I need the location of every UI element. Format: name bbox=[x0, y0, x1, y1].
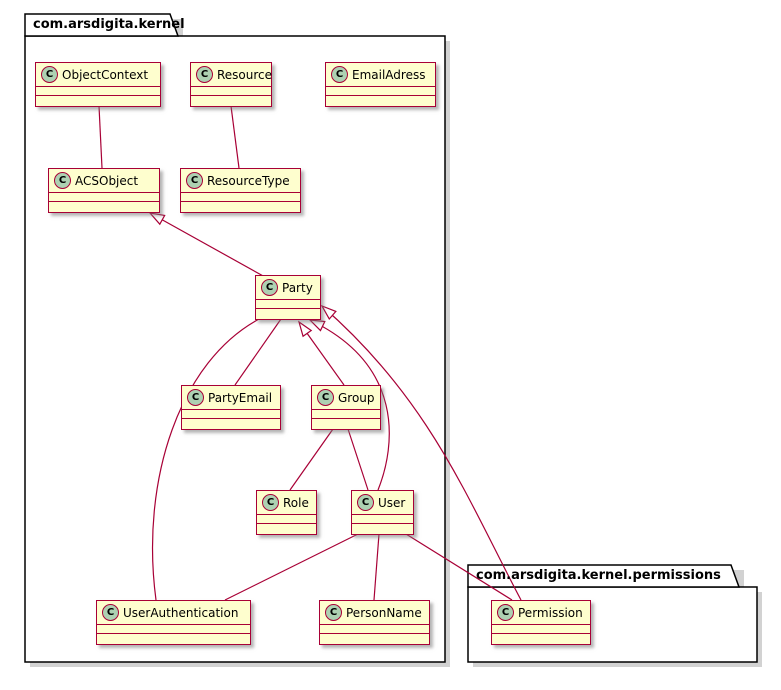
class-icon: C bbox=[54, 172, 71, 189]
class-name: Party bbox=[282, 280, 313, 295]
attributes-compartment bbox=[326, 86, 435, 95]
edge-permission-user bbox=[405, 533, 513, 601]
package-permissions-tab bbox=[467, 564, 741, 588]
methods-compartment bbox=[49, 201, 159, 210]
class-icon: C bbox=[186, 172, 203, 189]
attributes-compartment bbox=[256, 299, 320, 308]
attributes-compartment bbox=[352, 514, 413, 523]
methods-compartment bbox=[36, 95, 160, 104]
methods-compartment bbox=[97, 633, 250, 642]
class-icon: C bbox=[325, 604, 342, 621]
class-header: C Role bbox=[257, 491, 316, 514]
attributes-compartment bbox=[191, 86, 271, 95]
attributes-compartment bbox=[257, 514, 316, 523]
class-user: C User bbox=[351, 490, 414, 535]
edge-user-group bbox=[347, 428, 369, 491]
edge-role-group bbox=[289, 428, 334, 491]
attributes-compartment bbox=[312, 409, 380, 418]
methods-compartment bbox=[256, 308, 320, 317]
class-group: C Group bbox=[311, 385, 381, 430]
class-header: C User bbox=[352, 491, 413, 514]
class-icon: C bbox=[357, 494, 374, 511]
methods-compartment bbox=[312, 418, 380, 427]
class-header: C EmailAdress bbox=[326, 63, 435, 86]
class-role: C Role bbox=[256, 490, 317, 535]
class-name: Permission bbox=[518, 605, 583, 620]
class-header: C Group bbox=[312, 386, 380, 409]
class-name: ACSObject bbox=[75, 173, 139, 188]
edge-partyemail-party bbox=[234, 318, 282, 386]
class-header: C Resource bbox=[191, 63, 273, 86]
edge-personname-user bbox=[373, 533, 380, 601]
class-name: UserAuthentication bbox=[123, 605, 239, 620]
attributes-compartment bbox=[492, 624, 590, 633]
class-header: C UserAuthentication bbox=[97, 601, 250, 624]
methods-compartment bbox=[326, 95, 435, 104]
class-partyemail: C PartyEmail bbox=[181, 385, 281, 430]
attributes-compartment bbox=[97, 624, 250, 633]
class-permission: C Permission bbox=[491, 600, 591, 645]
methods-compartment bbox=[257, 523, 316, 532]
edge-party-acsobject-generalization bbox=[148, 212, 266, 278]
class-emailadress: C EmailAdress bbox=[325, 62, 436, 107]
attributes-compartment bbox=[181, 192, 300, 201]
class-name: PersonName bbox=[346, 605, 422, 620]
package-kernel-tab bbox=[24, 13, 180, 37]
class-icon: C bbox=[261, 279, 278, 296]
attributes-compartment bbox=[182, 409, 280, 418]
edge-user-party-generalization bbox=[308, 319, 390, 491]
package-kernel-body bbox=[24, 35, 446, 663]
class-name: PartyEmail bbox=[208, 390, 273, 405]
class-header: C ObjectContext bbox=[36, 63, 160, 86]
class-name: ObjectContext bbox=[62, 67, 149, 82]
class-icon: C bbox=[497, 604, 514, 621]
class-icon: C bbox=[317, 389, 334, 406]
class-personname: C PersonName bbox=[319, 600, 430, 645]
class-resourcetype: C ResourceType bbox=[180, 168, 301, 213]
class-icon: C bbox=[102, 604, 119, 621]
package-kernel-label: com.arsdigita.kernel bbox=[33, 17, 185, 32]
class-icon: C bbox=[196, 66, 213, 83]
class-acsobject: C ACSObject bbox=[48, 168, 160, 213]
class-party: C Party bbox=[255, 275, 321, 320]
class-name: ResourceType bbox=[207, 173, 290, 188]
attributes-compartment bbox=[320, 624, 429, 633]
class-header: C ACSObject bbox=[49, 169, 159, 192]
class-icon: C bbox=[262, 494, 279, 511]
class-userauthentication: C UserAuthentication bbox=[96, 600, 251, 645]
edge-userauthentication-user bbox=[224, 533, 359, 601]
methods-compartment bbox=[181, 201, 300, 210]
class-resource: C Resource bbox=[190, 62, 272, 107]
class-header: C Permission bbox=[492, 601, 590, 624]
class-icon: C bbox=[187, 389, 204, 406]
class-header: C PartyEmail bbox=[182, 386, 280, 409]
class-name: User bbox=[378, 495, 406, 510]
edge-group-party-generalization bbox=[297, 320, 345, 386]
class-header: C Party bbox=[256, 276, 320, 299]
class-header: C PersonName bbox=[320, 601, 429, 624]
class-name: Resource bbox=[217, 67, 273, 82]
edge-resource-resourcetype bbox=[230, 105, 240, 169]
class-name: Role bbox=[283, 495, 309, 510]
methods-compartment bbox=[352, 523, 413, 532]
class-icon: C bbox=[41, 66, 58, 83]
package-permissions-label: com.arsdigita.kernel.permissions bbox=[476, 568, 721, 583]
attributes-compartment bbox=[36, 86, 160, 95]
methods-compartment bbox=[320, 633, 429, 642]
class-icon: C bbox=[331, 66, 348, 83]
methods-compartment bbox=[182, 418, 280, 427]
methods-compartment bbox=[492, 633, 590, 642]
methods-compartment bbox=[191, 95, 271, 104]
class-name: EmailAdress bbox=[352, 67, 426, 82]
edge-permission-party-generalization bbox=[320, 304, 522, 601]
class-header: C ResourceType bbox=[181, 169, 300, 192]
class-objectcontext: C ObjectContext bbox=[35, 62, 161, 107]
attributes-compartment bbox=[49, 192, 159, 201]
class-name: Group bbox=[338, 390, 375, 405]
edge-objectcontext-acsobject bbox=[98, 105, 103, 169]
edge-userauthentication-party bbox=[151, 317, 262, 601]
